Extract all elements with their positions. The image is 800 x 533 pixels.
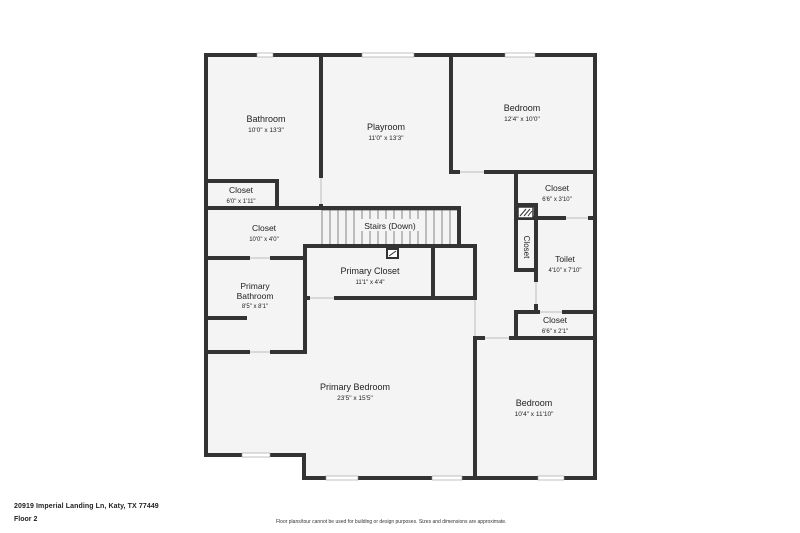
- room-dims-bedroom-top: 12'4" x 10'0": [504, 116, 540, 123]
- floor-label: Floor 2: [14, 516, 38, 523]
- room-name-stairs: Stairs (Down): [364, 221, 416, 231]
- room-dims-closet-left-mid: 10'0" x 4'0": [249, 237, 279, 243]
- floor-area: [206, 55, 595, 478]
- window: [537, 475, 565, 481]
- room-name-primary-bathroom-line2: Bathroom: [237, 291, 274, 301]
- utility-box: [517, 206, 534, 219]
- door-lines: [250, 171, 588, 353]
- window: [325, 475, 359, 481]
- window: [241, 452, 271, 458]
- property-address: 20919 Imperial Landing Ln, Katy, TX 7744…: [14, 503, 159, 510]
- window: [504, 52, 536, 58]
- room-name-closet-left-mid: Closet: [252, 223, 277, 233]
- room-dims-bathroom: 10'0" x 13'3": [248, 127, 284, 134]
- room-dims-closet-right-bottom: 6'6" x 2'1": [542, 329, 568, 335]
- room-name-playroom: Playroom: [367, 122, 405, 132]
- room-name-closet-right-top: Closet: [545, 183, 570, 193]
- room-name-primary-closet: Primary Closet: [340, 266, 400, 276]
- room-name-primary-bedroom: Primary Bedroom: [320, 382, 390, 392]
- room-dims-primary-closet: 11'1" x 4'4": [355, 280, 384, 286]
- room-name-bedroom-top: Bedroom: [504, 103, 541, 113]
- utility-box: [386, 248, 399, 259]
- room-name-primary-bathroom-line1: Primary: [240, 281, 270, 291]
- room-dims-toilet: 4'10" x 7'10": [549, 268, 582, 274]
- room-name-bathroom: Bathroom: [246, 114, 285, 124]
- room-name-bedroom-bottom: Bedroom: [516, 398, 553, 408]
- room-dims-playroom: 11'0" x 13'3": [368, 135, 404, 142]
- disclaimer: Floor plans/tour cannot be used for buil…: [276, 519, 507, 525]
- room-name-closet-right-bottom: Closet: [543, 315, 568, 325]
- room-dims-primary-bedroom: 23'5" x 15'5": [337, 395, 373, 402]
- room-labels: Bathroom 10'0" x 13'3" Playroom 11'0" x …: [226, 103, 581, 418]
- room-dims-primary-bathroom: 8'5" x 8'1": [242, 304, 268, 310]
- window: [361, 52, 415, 58]
- windows: [241, 52, 565, 481]
- room-name-closet-small: Closet: [229, 185, 254, 195]
- room-dims-closet-right-top: 6'6" x 3'10": [542, 197, 572, 203]
- stairs-label-bg: [358, 219, 422, 231]
- window: [431, 475, 463, 481]
- room-dims-closet-small: 6'0" x 1'11": [226, 199, 255, 205]
- window: [256, 52, 274, 58]
- room-dims-bedroom-bottom: 10'4" x 11'10": [515, 411, 554, 418]
- room-name-toilet: Toilet: [555, 254, 575, 264]
- room-name-closet-vertical: Closet: [522, 236, 531, 259]
